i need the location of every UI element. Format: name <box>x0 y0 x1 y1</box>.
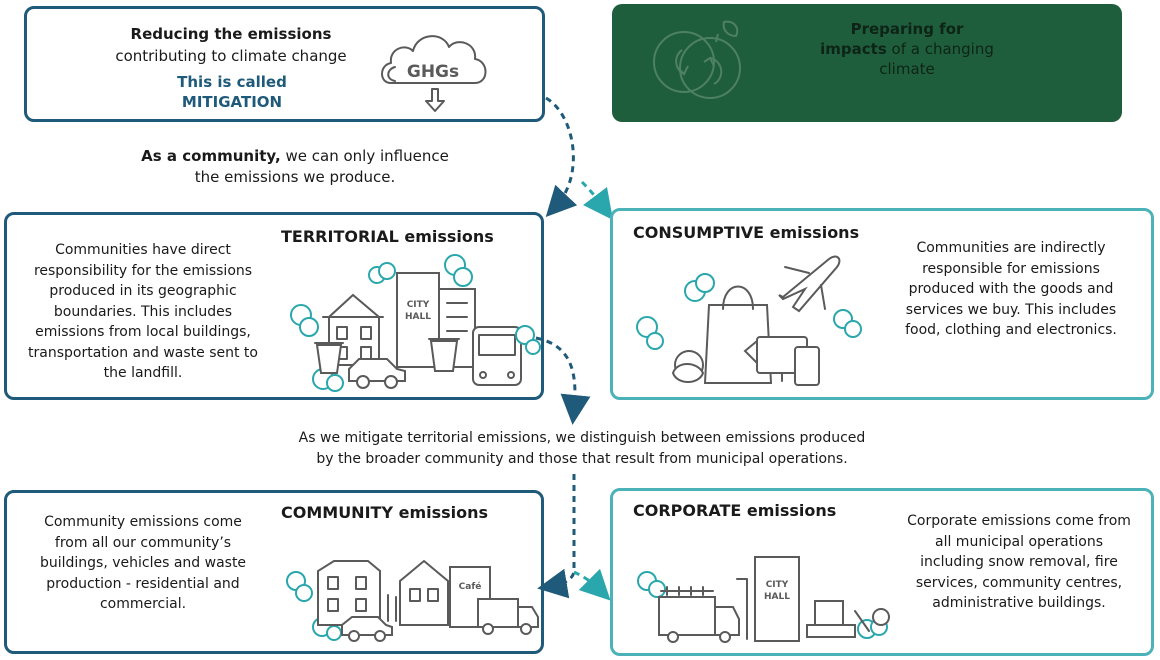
territorial-city-illustration: CITY HALL <box>290 254 541 392</box>
truck-icon <box>477 598 539 635</box>
adaptation-bold: Preparing for <box>850 20 964 38</box>
snow-plow-icon <box>806 600 890 638</box>
distinguish-line2: by the broader community and those that … <box>316 451 848 467</box>
corporate-box: CORPORATE emissions Corporate emissions … <box>610 488 1154 656</box>
distinguish-line1: As we mitigate territorial emissions, we… <box>298 430 866 446</box>
consumptive-line: Communities are indirectly <box>916 240 1106 256</box>
community-line: Community emissions come <box>44 514 242 530</box>
corporate-line: including snow removal, fire <box>920 554 1118 570</box>
consumptive-line: produced with the goods and <box>908 281 1114 297</box>
city-hall-sign-2: HALL <box>405 312 431 322</box>
community-note-line1: As a community, we can only influence <box>90 146 500 167</box>
community-note-rest: we can only influence <box>280 147 449 165</box>
trash-bin-icon <box>314 342 344 374</box>
adaptation-box: Preparing for impacts of a changing clim… <box>612 4 1122 122</box>
arrow-to-distinguish <box>535 336 591 425</box>
city-hall-icon: CITY HALL <box>396 272 476 368</box>
adaptation-line2: impacts of a changing <box>782 39 1032 59</box>
community-box: COMMUNITY emissions Community emissions … <box>4 490 544 654</box>
fence <box>379 594 397 622</box>
territorial-line: produced in its geographic <box>49 283 237 299</box>
cafe-sign: Café <box>459 581 482 592</box>
street-lamp-icon <box>736 578 748 640</box>
corporate-text: Corporate emissions come from all munici… <box>897 511 1141 614</box>
trash-bin-icon <box>428 338 460 372</box>
ghg-cloud-label: GHGs <box>407 62 459 82</box>
mitigation-line2: contributing to climate change <box>115 47 347 65</box>
corporate-line: Corporate emissions come from <box>907 513 1131 529</box>
corporate-line: services, community centres, <box>915 574 1123 591</box>
food-icon <box>671 350 705 383</box>
consumptive-title: CONSUMPTIVE emissions <box>633 223 860 242</box>
house-icon <box>399 559 449 626</box>
city-hall-icon: CITY HALL <box>754 556 800 642</box>
consumptive-line: responsible for emissions <box>922 260 1100 277</box>
mitigation-line1: Reducing the emissions <box>130 25 332 43</box>
corporate-line: all municipal operations <box>935 533 1103 550</box>
bus-icon <box>472 325 541 386</box>
airplane-icon <box>778 255 841 313</box>
community-neighbourhood-illustration: Café <box>286 559 539 642</box>
territorial-line: Communities have direct <box>55 242 231 258</box>
city-hall-sign-1: CITY <box>407 300 430 310</box>
mitigation-term: MITIGATION <box>181 93 283 111</box>
territorial-line: transportation and waste sent to <box>28 344 258 361</box>
community-title: COMMUNITY emissions <box>281 503 489 522</box>
corporate-municipal-illustration: CITY HALL <box>637 556 890 643</box>
territorial-title: TERRITORIAL emissions <box>281 227 494 246</box>
consumptive-box: CONSUMPTIVE emissions Communities are in… <box>610 208 1154 400</box>
community-line: production - residential and <box>46 575 240 592</box>
community-note-bold: As a community, <box>141 147 281 165</box>
arrow-to-community <box>537 474 576 599</box>
corporate-city-hall-sign-1: CITY <box>766 580 789 590</box>
territorial-box: TERRITORIAL emissions Communities have d… <box>4 212 544 400</box>
territorial-line: responsibility for the emissions <box>33 262 253 279</box>
territorial-text: Communities have direct responsibility f… <box>15 240 271 384</box>
ghg-cloud-icon: GHGs <box>381 35 487 112</box>
consumptive-text: Communities are indirectly responsible f… <box>891 238 1131 341</box>
fire-truck-icon <box>658 586 740 643</box>
car-icon <box>341 616 393 642</box>
arrow-to-territorial <box>545 96 578 217</box>
adaptation-text: Preparing for impacts of a changing clim… <box>782 19 1032 79</box>
territorial-line: the landfill. <box>103 365 183 381</box>
consumptive-line: services we buy. This includes <box>905 301 1117 318</box>
consumptive-line: food, clothing and electronics. <box>905 322 1117 338</box>
mitigation-called-line: This is called <box>177 73 287 91</box>
corporate-city-hall-sign-2: HALL <box>764 592 790 602</box>
corporate-line: administrative buildings. <box>932 595 1106 611</box>
mitigation-box: Reducing the emissions contributing to c… <box>24 6 545 122</box>
apple-cycle-icon <box>653 20 741 99</box>
territorial-line: boundaries. This includes <box>53 303 233 320</box>
arrow-to-corporate <box>573 568 611 601</box>
arrow-to-consumptive <box>580 180 614 220</box>
distinguish-text: As we mitigate territorial emissions, we… <box>240 428 924 470</box>
community-line: commercial. <box>99 596 187 612</box>
community-text: Community emissions come from all our co… <box>21 512 265 615</box>
community-note-line2: the emissions we produce. <box>194 168 396 186</box>
mitigation-called: This is called MITIGATION <box>97 72 367 112</box>
community-note: As a community, we can only influence th… <box>90 146 500 188</box>
car-icon <box>348 358 406 389</box>
community-line: buildings, vehicles and waste <box>39 555 247 571</box>
community-line: from all our community’s <box>54 534 232 551</box>
tablet-icon <box>794 346 820 386</box>
adaptation-rest: of a changing <box>886 40 994 58</box>
adaptation-impacts: impacts <box>820 40 887 58</box>
corporate-title: CORPORATE emissions <box>633 501 837 520</box>
mitigation-text: Reducing the emissions contributing to c… <box>61 23 401 67</box>
consumptive-goods-illustration <box>636 255 862 386</box>
adaptation-line3: climate <box>879 60 935 78</box>
house-icon <box>317 560 381 626</box>
territorial-line: emissions from local buildings, <box>35 324 251 340</box>
